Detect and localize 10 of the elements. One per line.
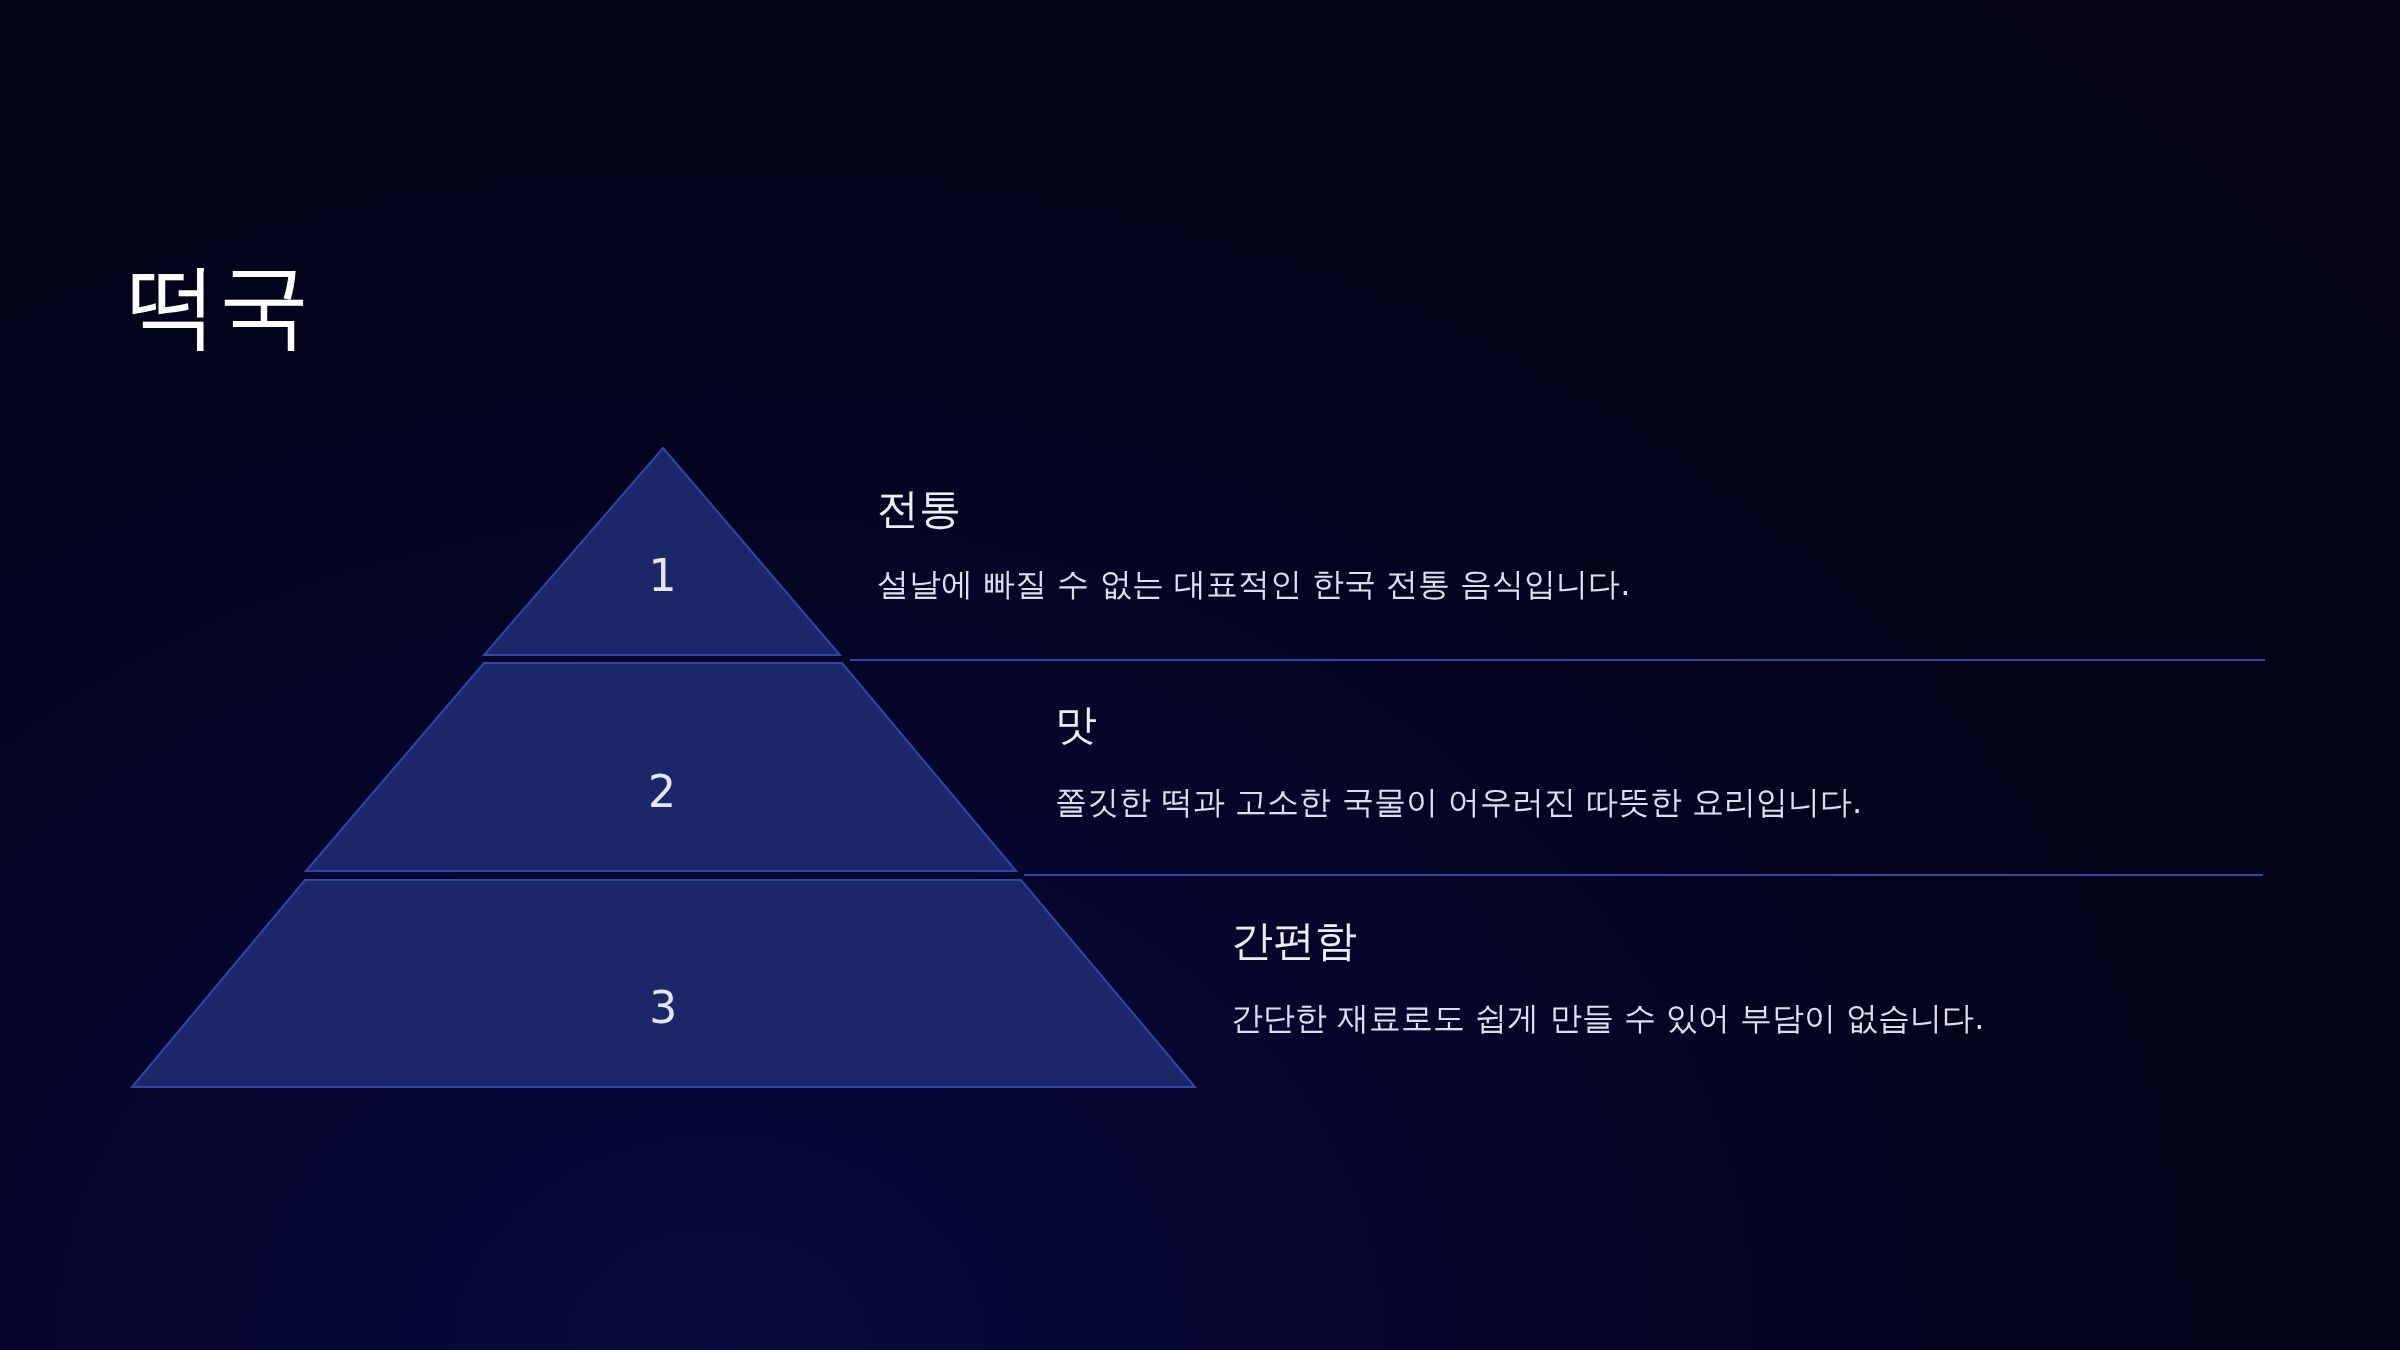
layer-description: 간단한 재료로도 쉽게 만들 수 있어 부담이 없습니다. <box>1231 1002 1985 1034</box>
layer-heading: 맛 <box>1055 704 1097 746</box>
layer-number: 1 <box>648 554 677 599</box>
layer-heading: 전통 <box>877 488 961 530</box>
layer-number: 3 <box>649 986 678 1031</box>
layer-number: 2 <box>648 769 676 814</box>
layer-heading: 간편함 <box>1231 920 1357 962</box>
slide-title: 떡국 <box>126 255 310 357</box>
layer-description: 설날에 빠질 수 없는 대표적인 한국 전통 음식입니다. <box>877 568 1631 600</box>
layer-description: 쫄깃한 떡과 고소한 국물이 어우러진 따뜻한 요리입니다. <box>1055 786 1863 818</box>
